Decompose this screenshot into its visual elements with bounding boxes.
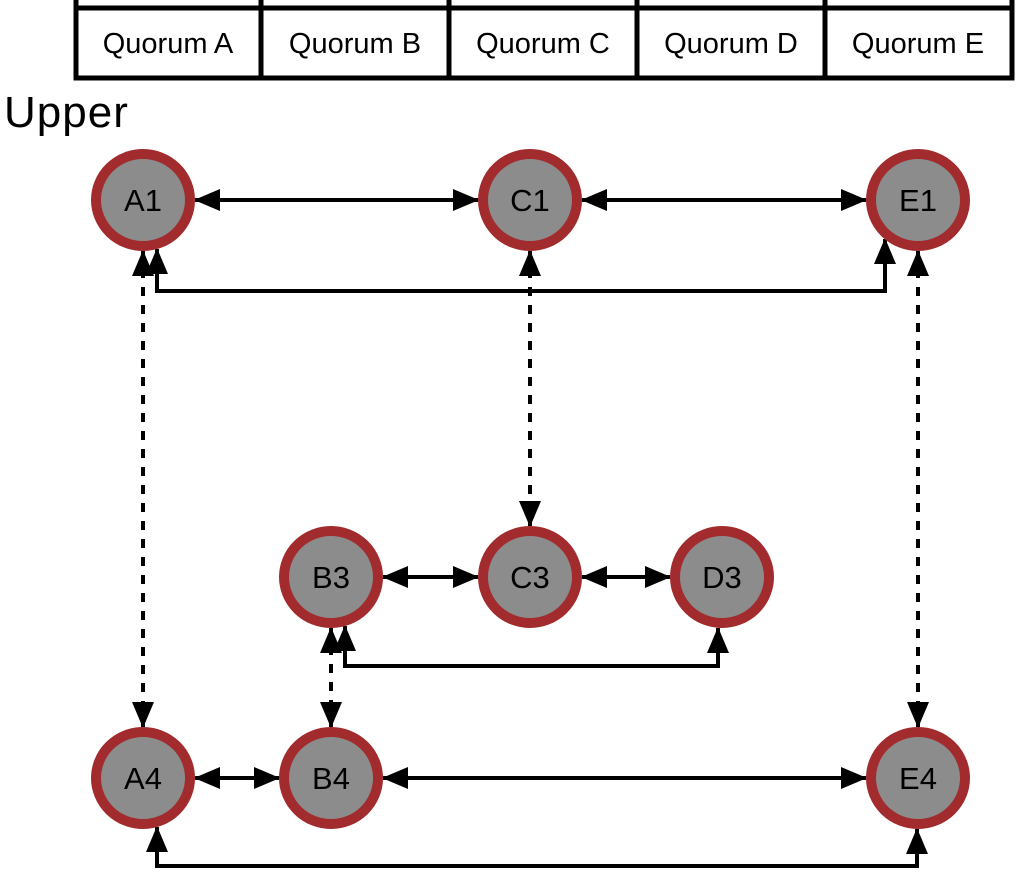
node-b3-label: B3	[312, 560, 350, 595]
node-c3-circle	[478, 526, 582, 628]
quorum-a-header: Quorum A	[103, 28, 234, 60]
section-label-upper: Upper	[4, 88, 129, 137]
node-c3-label: C3	[510, 560, 550, 595]
table-border	[73, 5, 1015, 81]
node-b3-circle	[279, 526, 383, 628]
node-e4: E4	[866, 727, 970, 829]
edges-layer	[132, 189, 929, 868]
node-e4-circle	[866, 727, 970, 829]
node-e1: E1	[866, 149, 970, 251]
edge-a4-e4-elbow	[146, 826, 928, 868]
quorum-e-header: Quorum E	[852, 28, 984, 60]
node-b3: B3	[279, 526, 383, 628]
node-a1-label: A1	[124, 183, 162, 218]
node-b4: B4	[279, 727, 383, 829]
quorum-header-table: Quorum A Quorum B Quorum C Quorum D Quor…	[73, 0, 1015, 81]
quorum-c-header: Quorum C	[476, 28, 610, 60]
quorum-d-header: Quorum D	[664, 28, 798, 60]
node-e1-circle	[866, 149, 970, 251]
node-e1-label: E1	[899, 183, 937, 218]
node-a4-circle	[91, 727, 195, 829]
node-b4-label: B4	[312, 761, 350, 796]
node-d3-circle	[670, 526, 774, 628]
node-a4: A4	[91, 727, 195, 829]
node-c1: C1	[478, 149, 582, 251]
node-a1: A1	[91, 149, 195, 251]
node-d3-label: D3	[702, 560, 742, 595]
node-b4-circle	[279, 727, 383, 829]
quorum-b-header: Quorum B	[289, 28, 421, 60]
node-c3: C3	[478, 526, 582, 628]
node-e4-label: E4	[899, 761, 937, 796]
node-a1-circle	[91, 149, 195, 251]
node-a4-label: A4	[124, 761, 162, 796]
node-c1-label: C1	[510, 183, 550, 218]
node-d3: D3	[670, 526, 774, 628]
edge-b3-d3-elbow	[334, 625, 729, 668]
node-c1-circle	[478, 149, 582, 251]
nodes-layer: A1 C1 E1 B3 C3 D3	[91, 149, 970, 829]
